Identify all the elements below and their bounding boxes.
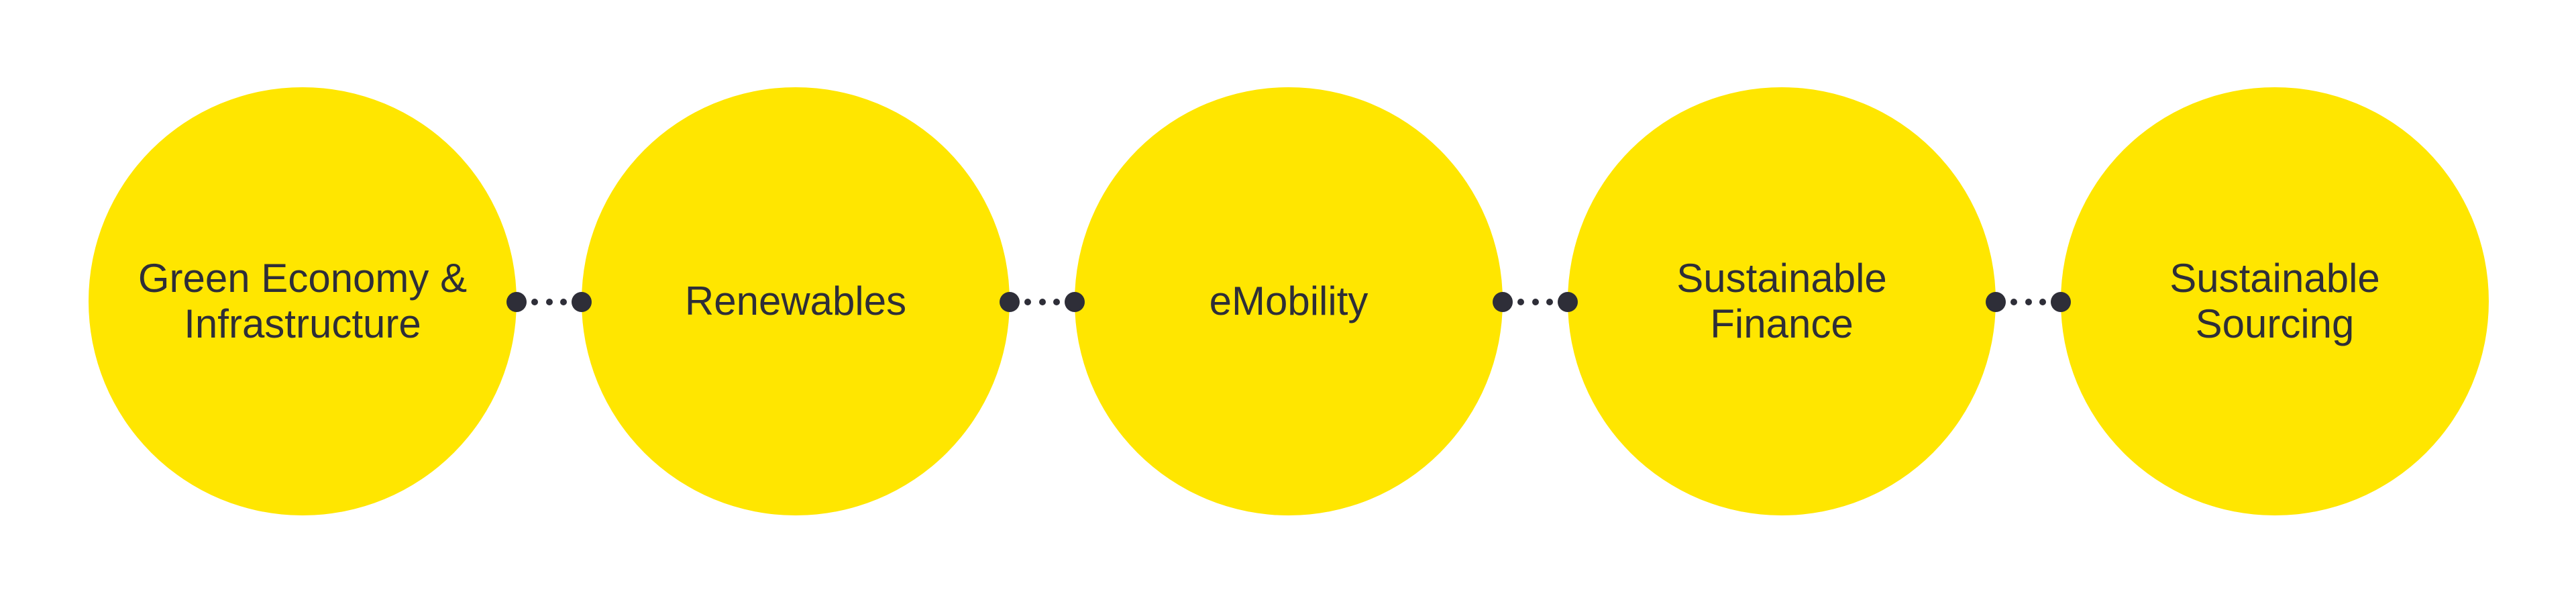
- step-renewables: Renewables: [582, 87, 1010, 515]
- connector-dot: [2025, 299, 2032, 305]
- connector-end-dot: [2051, 292, 2071, 312]
- connector-end-dot: [1986, 292, 2006, 312]
- connector: [1000, 282, 1085, 322]
- step-label: eMobility: [1209, 279, 1368, 323]
- connector: [1986, 282, 2071, 322]
- connector-end-dot: [1558, 292, 1578, 312]
- connector-dot: [1024, 299, 1031, 305]
- connector-dot: [546, 299, 553, 305]
- step-label: Renewables: [684, 279, 907, 323]
- connector-end-dot: [1000, 292, 1020, 312]
- step-label: Sustainable Sourcing: [2169, 256, 2380, 346]
- connector-end-dot: [1065, 292, 1085, 312]
- connector-dot: [531, 299, 538, 305]
- connector-end-dot: [506, 292, 527, 312]
- step-sustainable-sourcing: Sustainable Sourcing: [2061, 87, 2489, 515]
- step-label: Sustainable Finance: [1676, 256, 1887, 346]
- step-emobility: eMobility: [1075, 87, 1503, 515]
- connector-dot: [2010, 299, 2017, 305]
- connector: [1493, 282, 1578, 322]
- connector-dot: [1546, 299, 1553, 305]
- connector-dot: [1517, 299, 1524, 305]
- connector: [506, 282, 592, 322]
- step-sustainable-finance: Sustainable Finance: [1568, 87, 1996, 515]
- connector-dot: [1039, 299, 1046, 305]
- connector-end-dot: [572, 292, 592, 312]
- connector-dot: [560, 299, 567, 305]
- connector-end-dot: [1493, 292, 1513, 312]
- connector-dot: [1532, 299, 1539, 305]
- step-green-economy: Green Economy & Infrastructure: [89, 87, 517, 515]
- connector-dot: [2039, 299, 2046, 305]
- step-label: Green Economy & Infrastructure: [138, 256, 468, 346]
- connector-dot: [1053, 299, 1060, 305]
